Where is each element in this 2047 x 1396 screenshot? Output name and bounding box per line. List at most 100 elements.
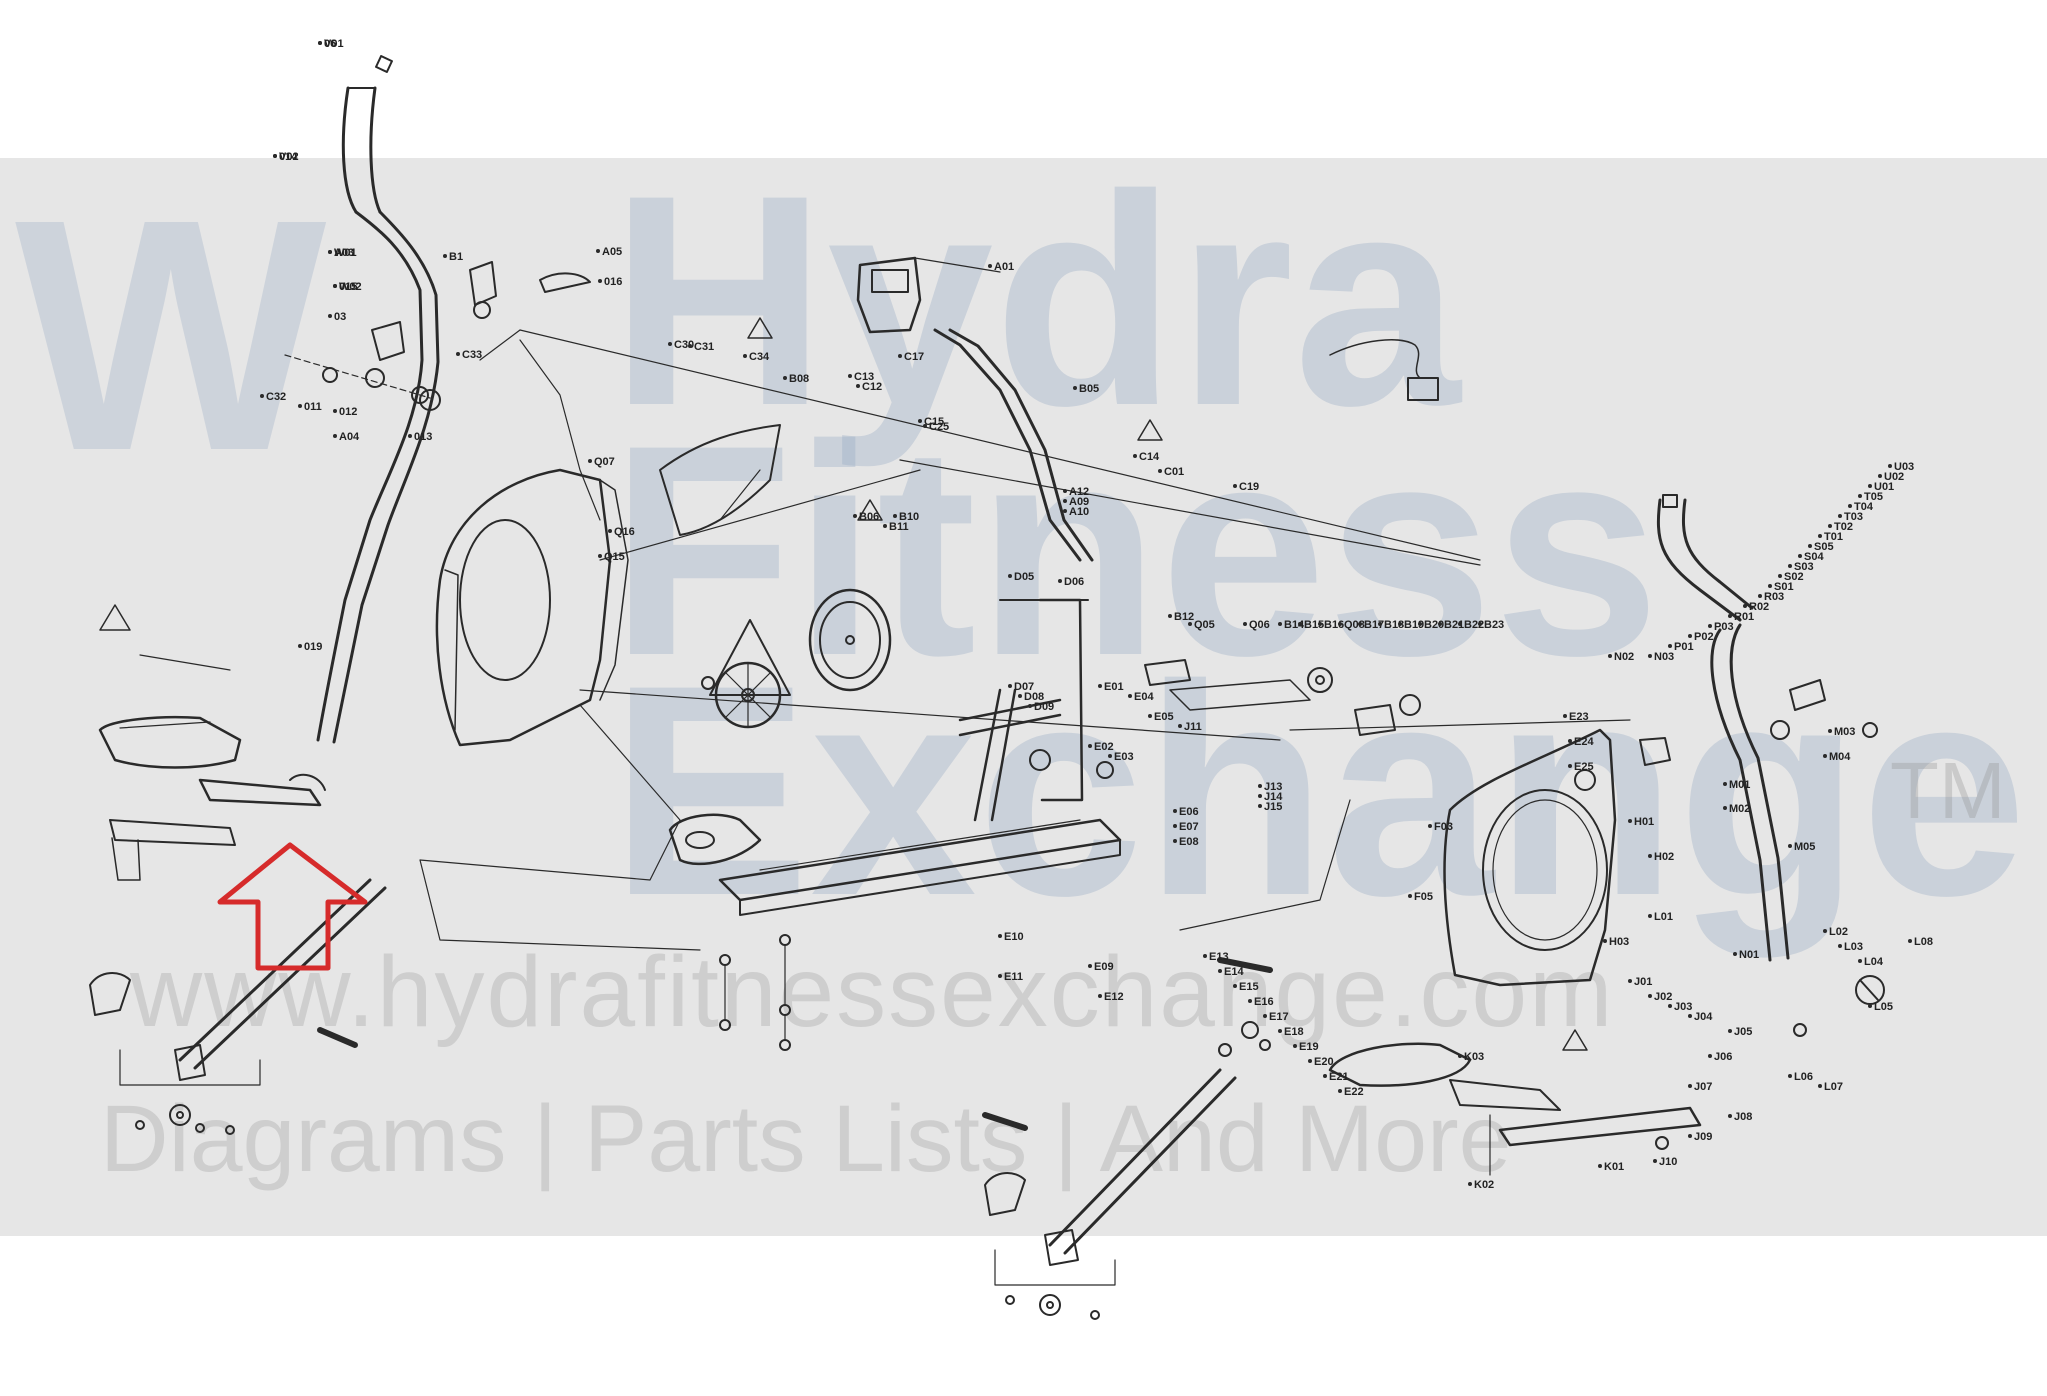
callout-dot <box>1018 694 1022 698</box>
part-label: D05 <box>1014 571 1034 583</box>
part-label: E06 <box>1179 806 1199 818</box>
part-label: E24 <box>1574 736 1594 748</box>
callout-dot <box>1428 824 1432 828</box>
callout-dot <box>1203 954 1207 958</box>
part-label: J14 <box>1264 791 1283 803</box>
central-frame <box>958 598 1114 822</box>
part-label: L05 <box>1874 1001 1893 1013</box>
part-label: 019 <box>304 641 322 653</box>
part-label: J06 <box>1714 1051 1732 1063</box>
callout-dot <box>1868 484 1872 488</box>
part-label: L02 <box>1829 926 1848 938</box>
callout-dot <box>988 264 992 268</box>
part-label: M01 <box>1729 779 1750 791</box>
part-label: B1 <box>449 251 463 263</box>
callout-dot <box>1818 534 1822 538</box>
callout-dot <box>1063 509 1067 513</box>
part-label: B11 <box>889 521 909 533</box>
part-label: R03 <box>1764 591 1784 603</box>
callout-dot <box>898 354 902 358</box>
part-label: E12 <box>1104 991 1124 1003</box>
part-label: J05 <box>1734 1026 1752 1038</box>
callout-dot <box>1668 1004 1672 1008</box>
part-label: S04 <box>1804 551 1824 563</box>
callout-dot <box>1173 809 1177 813</box>
callout-dot <box>1628 819 1632 823</box>
part-label: C13 <box>854 371 874 383</box>
part-label: A03 <box>334 247 354 259</box>
callout-dot <box>1308 1059 1312 1063</box>
part-label: E07 <box>1179 821 1199 833</box>
callout-dot <box>1128 694 1132 698</box>
part-label: W02 <box>339 281 362 293</box>
callout-dot <box>998 934 1002 938</box>
callout-dot <box>598 554 602 558</box>
part-label: B17 <box>1364 619 1384 631</box>
part-label: J02 <box>1654 991 1672 1003</box>
callout-dot <box>743 354 747 358</box>
part-label: L08 <box>1914 936 1933 948</box>
part-label: B08 <box>789 373 809 385</box>
callout-dot <box>1838 944 1842 948</box>
callout-dot <box>1318 622 1322 626</box>
callout-dot <box>783 376 787 380</box>
left-lower-rocker <box>89 878 387 1135</box>
part-label: N03 <box>1654 651 1674 663</box>
callout-dot <box>1178 724 1182 728</box>
part-label: K03 <box>1464 1051 1484 1063</box>
part-label: J09 <box>1694 1131 1712 1143</box>
part-label: A09 <box>1069 496 1089 508</box>
part-label: E18 <box>1284 1026 1304 1038</box>
callout-dot <box>1688 1084 1692 1088</box>
part-label: Q15 <box>604 551 625 563</box>
part-label: 013 <box>414 431 432 443</box>
part-label: B10 <box>899 511 919 523</box>
part-label: N02 <box>1614 651 1634 663</box>
callout-dot <box>1173 839 1177 843</box>
callout-dot <box>1258 794 1262 798</box>
base-rail <box>718 818 1122 916</box>
callout-dot <box>1008 684 1012 688</box>
part-label: M04 <box>1829 751 1851 763</box>
part-label: U03 <box>1894 461 1914 473</box>
callout-dot <box>1028 704 1032 708</box>
right-lower-rocker <box>982 957 1273 1320</box>
part-label: E08 <box>1179 836 1199 848</box>
part-label: B06 <box>859 511 879 523</box>
part-label: 06 <box>324 38 336 50</box>
part-label: M05 <box>1794 841 1815 853</box>
callout-dot <box>1478 622 1482 626</box>
callout-dot <box>1823 929 1827 933</box>
callout-dot <box>1828 729 1832 733</box>
warning-triangles <box>99 317 1588 1051</box>
callout-dot <box>856 384 860 388</box>
part-label: B16 <box>1324 619 1344 631</box>
callout-dot <box>1908 939 1912 943</box>
callout-dot <box>1758 594 1762 598</box>
part-label: Q16 <box>614 526 635 538</box>
callout-dot <box>1293 1044 1297 1048</box>
callout-dot <box>608 529 612 533</box>
part-label: A01 <box>994 261 1014 273</box>
part-label: K02 <box>1474 1179 1494 1191</box>
chain-guard <box>659 424 781 536</box>
callout-dot <box>1088 964 1092 968</box>
callout-dot <box>328 314 332 318</box>
callout-dot <box>1648 994 1652 998</box>
callout-dot <box>1458 1054 1462 1058</box>
part-label: D07 <box>1014 681 1034 693</box>
part-label: 015 <box>339 281 357 293</box>
callout-dot <box>1823 754 1827 758</box>
part-label: S02 <box>1784 571 1804 583</box>
callout-dot <box>1243 622 1247 626</box>
highlight-arrow <box>217 842 368 971</box>
callout-dot <box>1263 1014 1267 1018</box>
part-label: B18 <box>1384 619 1404 631</box>
callout-dot <box>1418 622 1422 626</box>
warning-triangle-icon <box>747 317 773 339</box>
callout-dot <box>1098 994 1102 998</box>
callout-dot <box>1808 544 1812 548</box>
part-label: B22 <box>1464 619 1484 631</box>
